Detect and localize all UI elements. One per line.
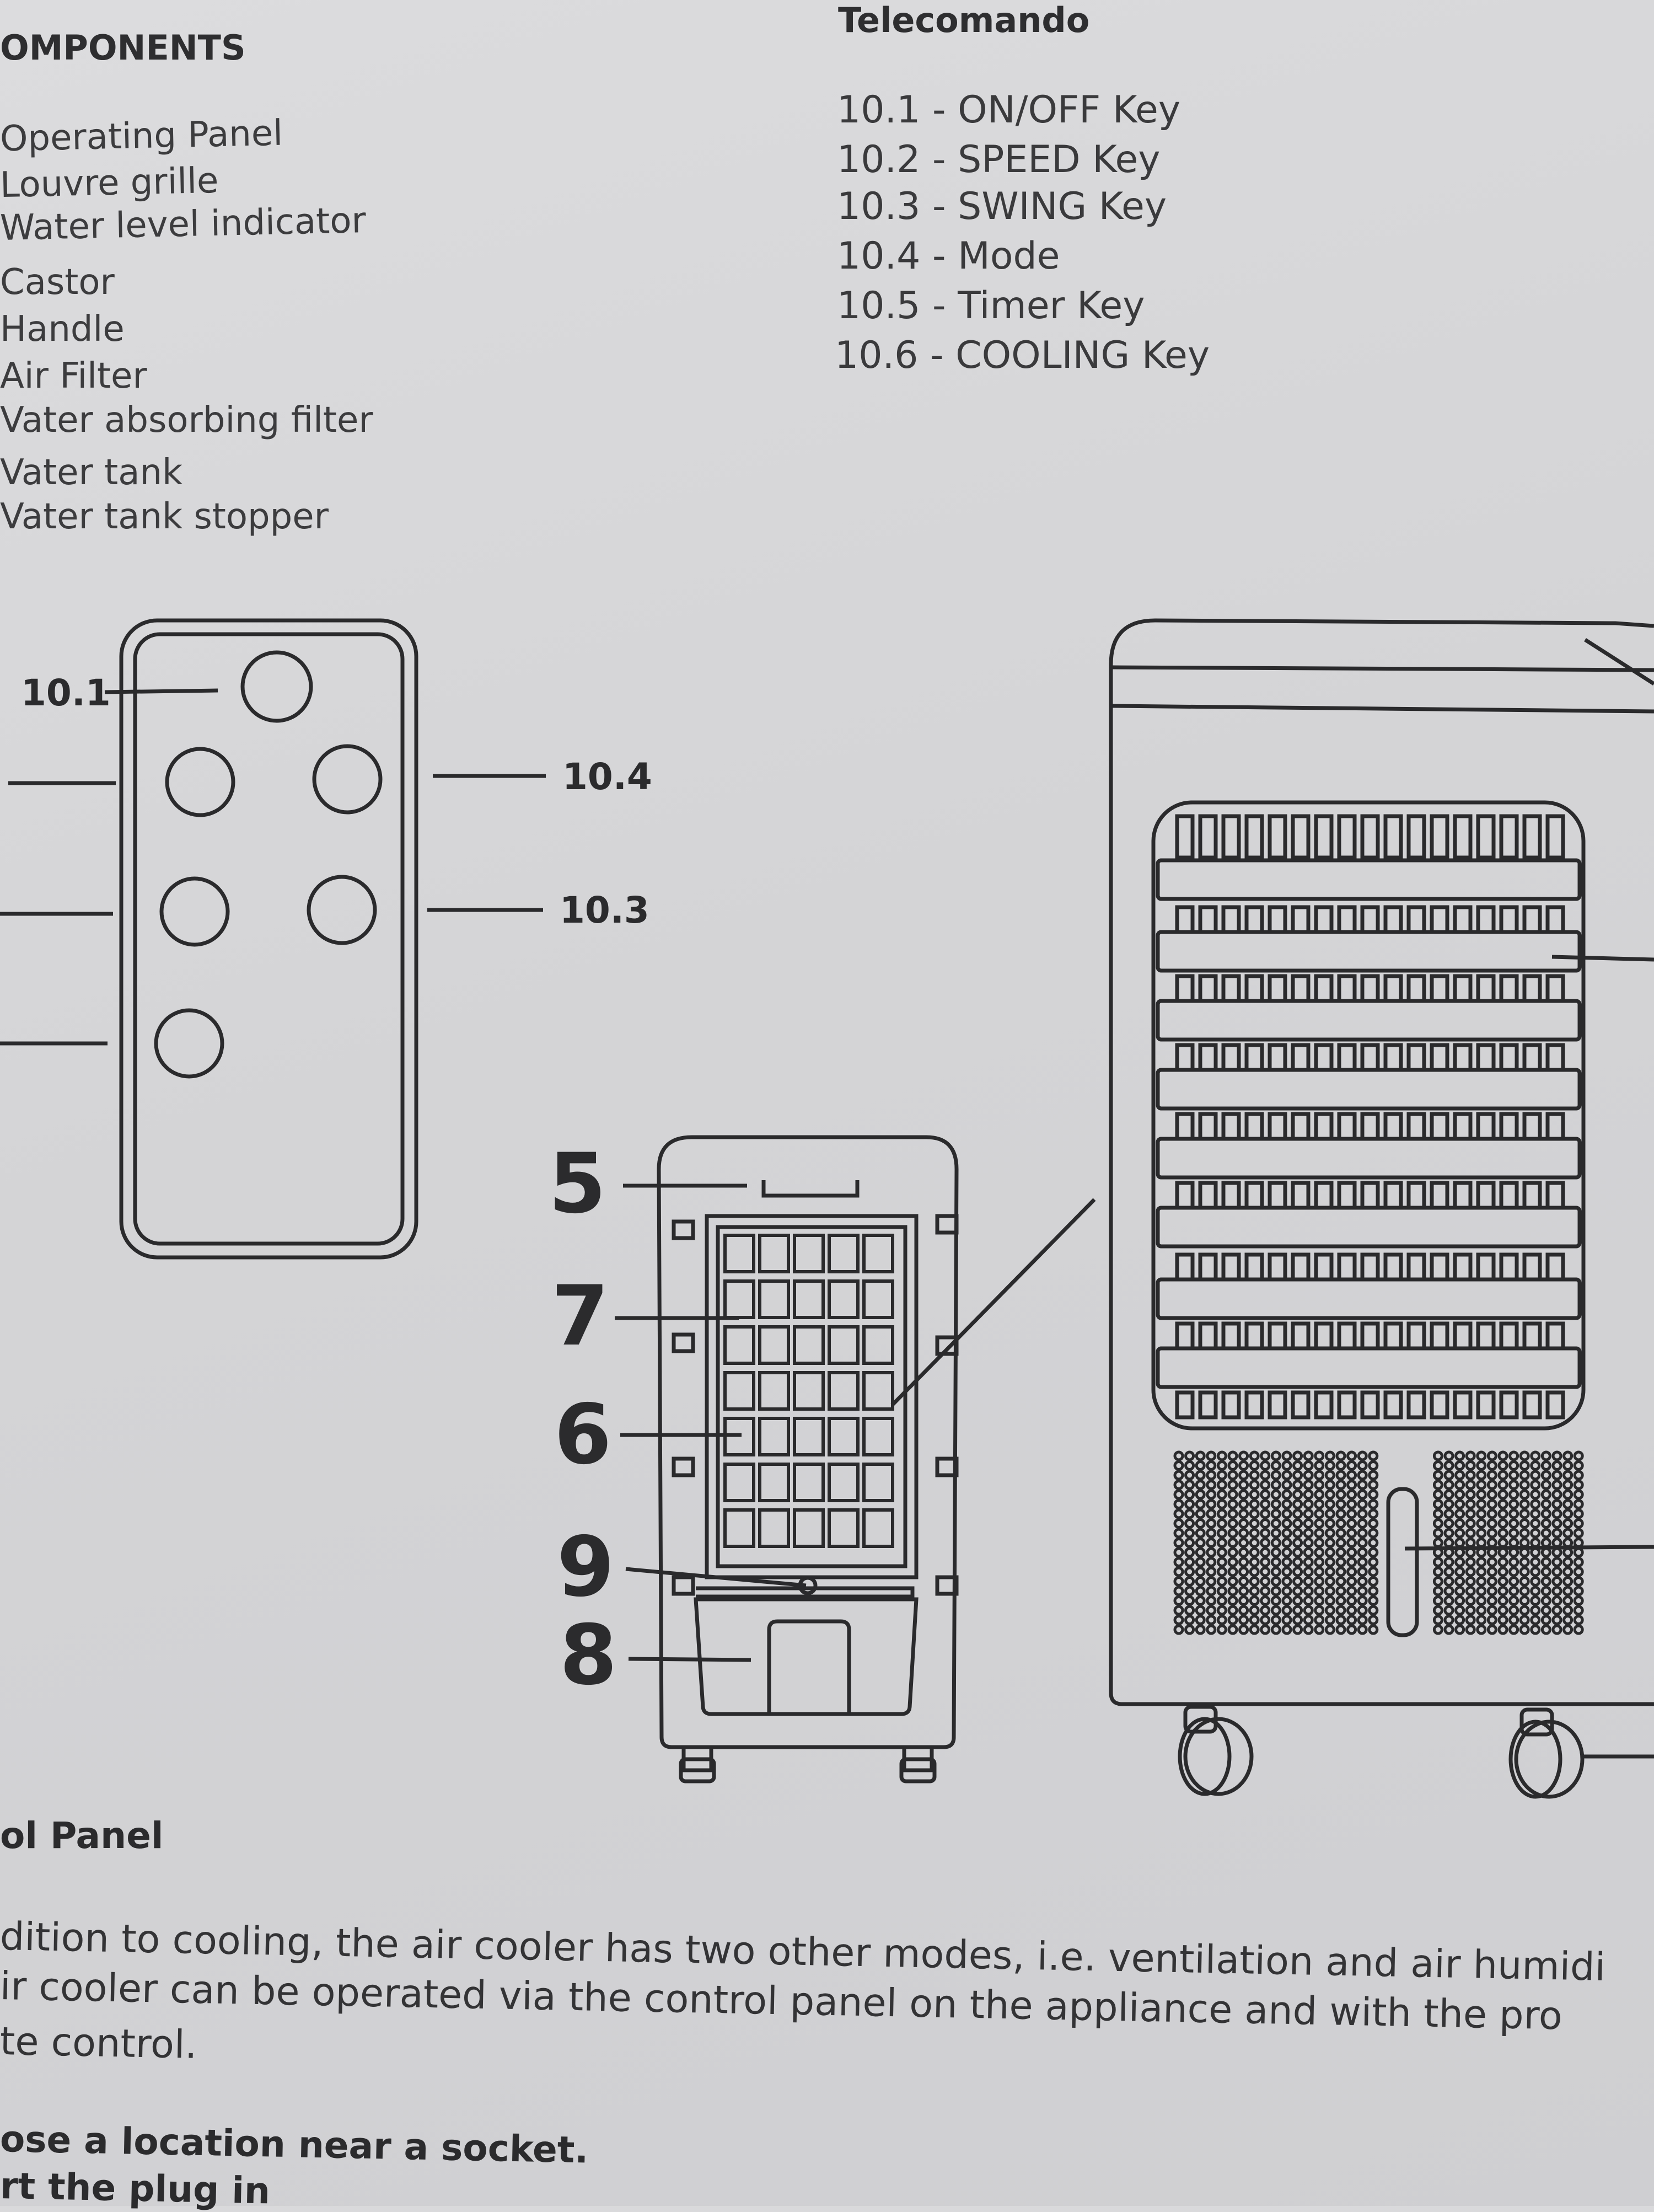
remote-key-4: 10.4 - Mode <box>837 234 1060 278</box>
control-panel-heading: ol Panel <box>0 1814 164 1857</box>
remote-key-5: 10.5 - Timer Key <box>837 284 1145 328</box>
component-item-6: Air Filter <box>0 356 147 397</box>
paragraph-line-3: te control. <box>0 2018 198 2068</box>
small-cooler-drawing <box>615 1135 1096 1783</box>
remote-key-6: 10.6 - COOLING Key <box>835 334 1210 377</box>
remote-key-1: 10.1 - ON/OFF Key <box>837 88 1181 132</box>
callout-5: 5 <box>549 1136 606 1232</box>
remote-key-2: 10.2 - SPEED Key <box>837 138 1161 181</box>
component-item-4: Castor <box>0 262 115 303</box>
remote-button-on-off <box>240 650 313 723</box>
component-item-8: Vater tank <box>0 452 183 493</box>
callout-8: 8 <box>560 1608 617 1704</box>
remote-button-cooling <box>154 1008 224 1079</box>
remote-button-swing <box>307 875 377 945</box>
remote-control-drawing <box>0 618 546 1260</box>
remote-key-3: 10.3 - SWING Key <box>837 185 1167 228</box>
remote-heading: Telecomando <box>838 0 1090 40</box>
callout-6: 6 <box>554 1387 612 1483</box>
instruction-line-2: rt the plug in <box>0 2165 271 2212</box>
component-item-5: Handle <box>0 309 125 350</box>
component-item-9: Vater tank stopper <box>0 496 329 537</box>
callout-9: 9 <box>557 1519 615 1615</box>
remote-button-mode <box>312 744 383 815</box>
component-item-7: Vater absorbing filter <box>0 400 373 441</box>
diagram-drawing <box>0 618 1654 1799</box>
callout-10-3: 10.3 <box>560 889 649 931</box>
remote-button-speed <box>165 747 235 817</box>
large-cooler-drawing <box>1109 618 1654 1799</box>
components-heading: OMPONENTS <box>0 28 246 68</box>
callout-10-4: 10.4 <box>562 756 652 798</box>
callout-10-1: 10.1 <box>21 672 111 714</box>
instruction-line-1: ose a location near a socket. <box>0 2118 589 2172</box>
remote-button-timer <box>159 876 230 947</box>
callout-7: 7 <box>551 1268 609 1364</box>
